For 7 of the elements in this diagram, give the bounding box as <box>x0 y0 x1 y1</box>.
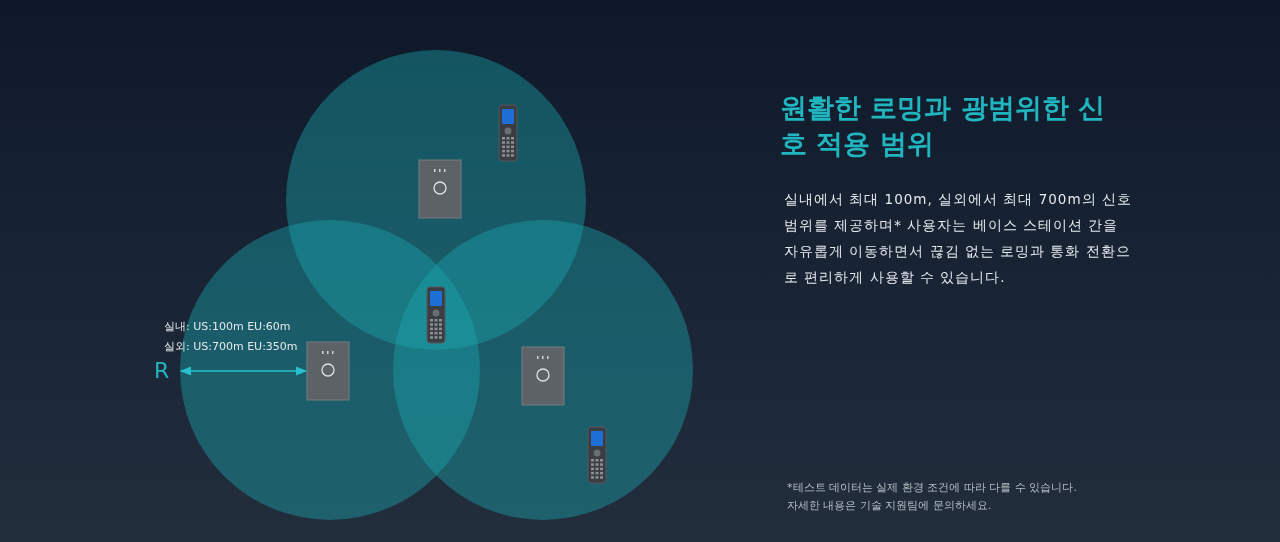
footnote: *테스트 데이터는 실제 환경 조건에 따라 다를 수 있습니다. <box>787 480 1077 495</box>
range-label: 실외: US:700m EU:350m <box>164 339 298 354</box>
radius-label: R <box>154 358 170 383</box>
description-paragraph: 실내에서 최대 100m, 실외에서 최대 700m의 신호 범위를 제공하며* 사용자는 베이스 스테이션 간을 자유롭게 이동하면서 끊김 없는 로밍과 통화 전환으로 편리하게 사용할 수 있습니다. <box>784 190 1133 287</box>
range-label: 실내: US:100m EU:60m <box>164 319 291 334</box>
footnote: 자세한 내용은 기술 지원팀에 문의하세요. <box>787 498 992 513</box>
heading: 원활한 로밍과 광범위한 신호 적용 범위 <box>780 91 1107 161</box>
